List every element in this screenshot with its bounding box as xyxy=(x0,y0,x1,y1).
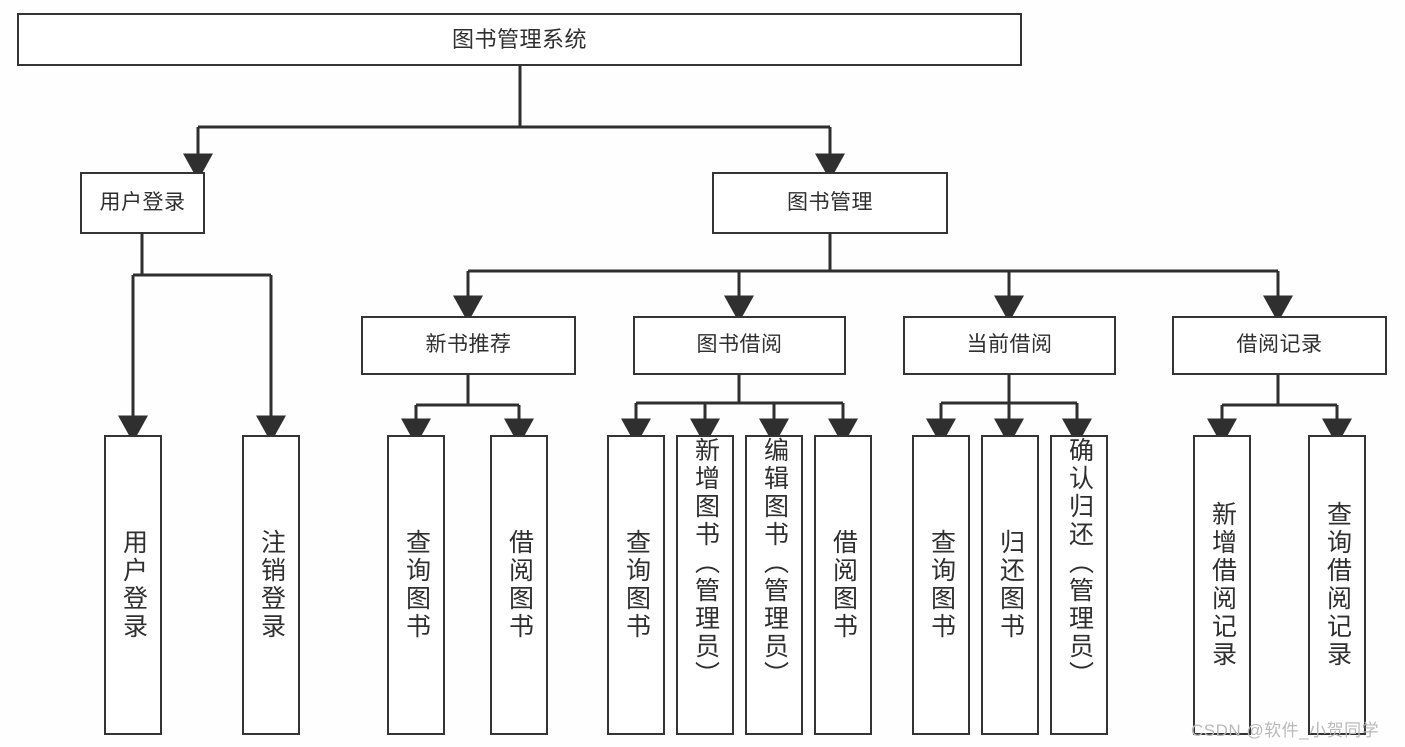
node-borrow-record[interactable]: 借阅记录 xyxy=(1172,316,1387,375)
node-label: 新增借阅记录 xyxy=(1208,501,1237,669)
node-label: 借阅图书 xyxy=(505,529,534,641)
node-label: 查询图书 xyxy=(622,529,651,641)
node-current-borrow[interactable]: 当前借阅 xyxy=(903,316,1116,375)
watermark: CSDN @软件_小贺同学 xyxy=(1191,721,1380,740)
node-new-book-recommend[interactable]: 新书推荐 xyxy=(361,316,576,375)
node-book-management[interactable]: 图书管理 xyxy=(712,172,948,234)
node-leaf-add-record[interactable]: 新增借阅记录 xyxy=(1193,435,1251,735)
node-leaf-return-book[interactable]: 归还图书 xyxy=(981,435,1039,735)
node-leaf-query-book-1[interactable]: 查询图书 xyxy=(387,435,445,735)
node-label: 注销登录 xyxy=(257,529,286,641)
node-user-login[interactable]: 用户登录 xyxy=(80,172,205,234)
node-label: 借阅记录 xyxy=(1236,333,1323,357)
node-label: 新书推荐 xyxy=(425,333,512,357)
node-label: 图书借阅 xyxy=(696,333,783,357)
node-leaf-confirm-return[interactable]: 确认归还（管理员） xyxy=(1050,435,1108,735)
node-book-management-system[interactable]: 图书管理系统 xyxy=(17,13,1022,66)
node-label: 确认归还（管理员） xyxy=(1065,437,1094,689)
node-leaf-logout[interactable]: 注销登录 xyxy=(242,435,300,735)
node-leaf-query-record[interactable]: 查询借阅记录 xyxy=(1308,435,1366,735)
node-label: 用户登录 xyxy=(119,529,148,641)
node-leaf-user-login[interactable]: 用户登录 xyxy=(104,435,162,735)
node-book-borrow[interactable]: 图书借阅 xyxy=(633,316,846,375)
node-label: 当前借阅 xyxy=(966,333,1053,357)
node-label: 用户登录 xyxy=(99,190,186,214)
node-label: 查询借阅记录 xyxy=(1323,501,1352,669)
node-leaf-borrow-book-2[interactable]: 借阅图书 xyxy=(814,435,872,735)
node-leaf-query-book-2[interactable]: 查询图书 xyxy=(607,435,665,735)
node-leaf-edit-book[interactable]: 编辑图书（管理员） xyxy=(745,435,803,735)
node-label: 查询图书 xyxy=(402,529,431,641)
node-label: 编辑图书（管理员） xyxy=(760,437,789,689)
node-leaf-add-book[interactable]: 新增图书（管理员） xyxy=(676,435,734,735)
node-leaf-borrow-book-1[interactable]: 借阅图书 xyxy=(490,435,548,735)
node-label: 图书管理系统 xyxy=(451,26,587,52)
node-label: 新增图书（管理员） xyxy=(691,437,720,689)
node-leaf-query-book-3[interactable]: 查询图书 xyxy=(912,435,970,735)
node-label: 查询图书 xyxy=(927,529,956,641)
node-label: 归还图书 xyxy=(996,529,1025,641)
node-label: 图书管理 xyxy=(787,190,873,214)
node-label: 借阅图书 xyxy=(829,529,858,641)
